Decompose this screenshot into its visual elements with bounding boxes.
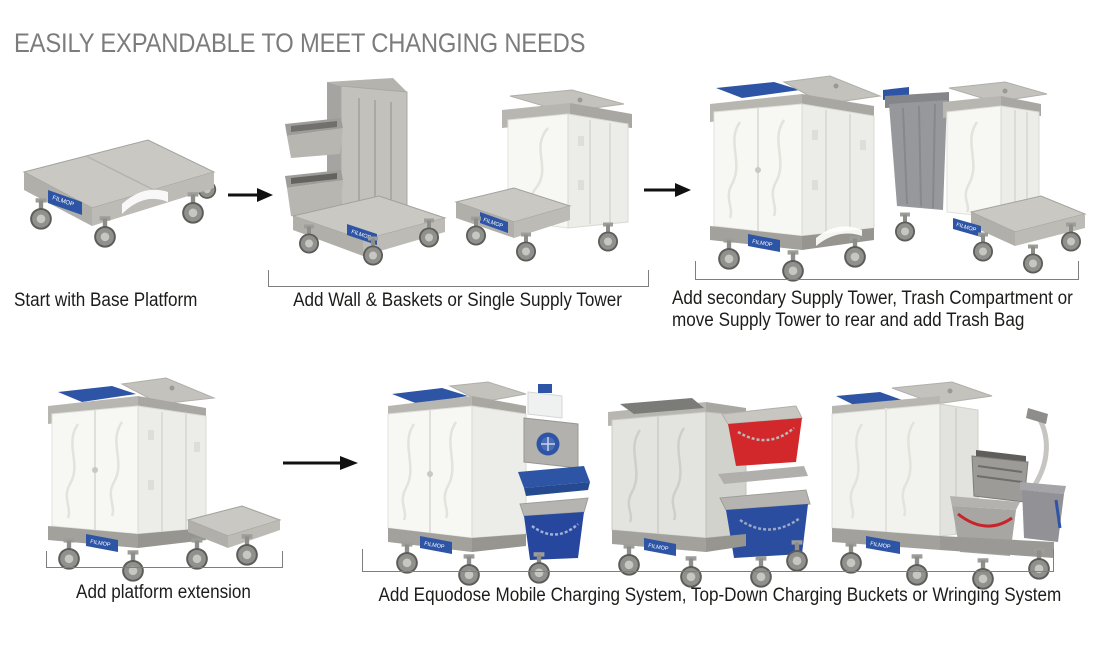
brand-label-text: FILMOP <box>648 543 670 553</box>
brand-label <box>748 234 780 252</box>
brand-label <box>866 536 900 554</box>
single-supply-tower-cart-image: FILMOP <box>452 76 640 268</box>
base-platform-cart-image: FILMOP <box>10 128 225 255</box>
top-down-charging-buckets-cart-image: FILMOP <box>598 356 820 588</box>
double-supply-tower-cart-image: FILMOP <box>696 60 893 282</box>
brand-label <box>480 212 508 233</box>
caption-wall-baskets-tower: Add Wall & Baskets or Single Supply Towe… <box>293 290 622 311</box>
brand-label-text: FILMOP <box>870 541 892 551</box>
group-bracket <box>46 551 283 568</box>
brand-label-text: FILMOP <box>424 541 446 551</box>
brand-label <box>644 538 676 556</box>
arrow-right-icon <box>227 186 273 204</box>
group-bracket <box>362 549 1054 572</box>
platform-extension-cart-image: FILMOP <box>38 358 285 582</box>
caption-platform-extension: Add platform extension <box>76 582 251 603</box>
brand-label-text: FILMOP <box>90 539 112 549</box>
brand-label <box>420 536 452 554</box>
brand-label <box>48 190 82 215</box>
wall-and-baskets-cart-image: FILMOP <box>283 66 455 268</box>
caption-secondary-tower-line2: move Supply Tower to rear and add Trash … <box>672 310 1025 331</box>
equodose-charging-cart-image: FILMOP <box>376 356 593 586</box>
brand-label-text: FILMOP <box>752 239 774 249</box>
brand-label <box>86 534 118 552</box>
rear-tower-trash-bag-cart-image: FILMOP <box>883 60 1095 274</box>
brand-label-text: FILMOP <box>955 222 977 234</box>
caption-base-platform: Start with Base Platform <box>14 290 198 311</box>
arrow-right-icon <box>282 454 358 472</box>
group-bracket <box>695 261 1079 280</box>
caption-secondary-tower-line1: Add secondary Supply Tower, Trash Compar… <box>672 288 1073 309</box>
arrow-right-icon <box>643 181 691 199</box>
caption-equodose-buckets-wringing: Add Equodose Mobile Charging System, Top… <box>378 585 1062 606</box>
wringing-system-cart-image: FILMOP <box>822 356 1090 590</box>
group-bracket <box>268 270 649 287</box>
page-title: EASILY EXPANDABLE TO MEET CHANGING NEEDS <box>14 28 586 58</box>
brand-label <box>953 218 981 237</box>
